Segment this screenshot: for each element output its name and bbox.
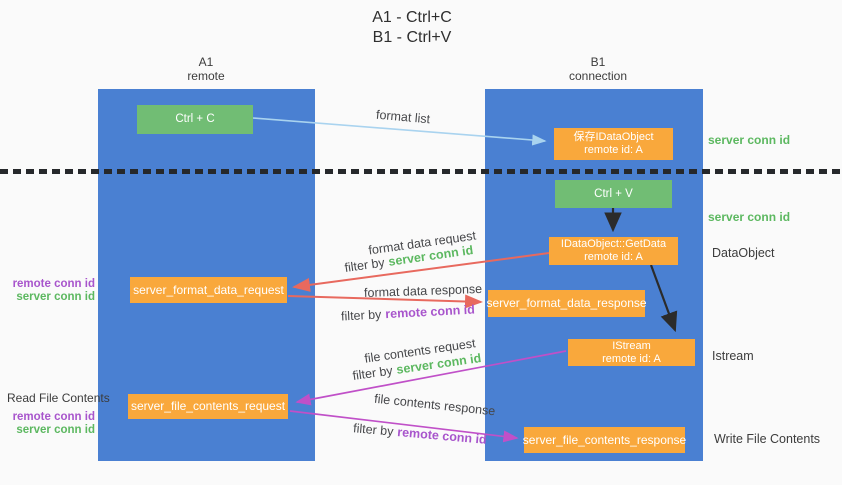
node-save-idataobject: 保存IDataObject remote id: A xyxy=(554,128,673,160)
server-format-data-response-label: server_format_data_response xyxy=(486,296,647,310)
node-server-file-contents-request: server_file_contents_request xyxy=(128,394,288,419)
istream-line1: IStream xyxy=(612,339,651,352)
label-istream-side: Istream xyxy=(712,349,754,363)
node-ctrl-c: Ctrl + C xyxy=(137,105,253,134)
save-idataobject-line2: remote id: A xyxy=(584,144,643,156)
conn-id-note-file: remote conn id server conn id xyxy=(0,411,95,437)
lane-a1-subtitle: remote xyxy=(187,69,225,83)
getdata-line2: remote id: A xyxy=(584,251,643,263)
label-file-contents-response: file contents response xyxy=(373,391,497,419)
node-server-format-data-response: server_format_data_response xyxy=(486,290,647,317)
conn-id-note-format: remote conn id server conn id xyxy=(0,278,95,304)
title-line-1: A1 - Ctrl+C xyxy=(372,9,452,26)
istream-line2: remote id: A xyxy=(602,352,661,365)
label-write-file-contents: Write File Contents xyxy=(714,432,821,446)
save-idataobject-line1: 保存IDataObject xyxy=(573,131,654,143)
ctrl-c-label: Ctrl + C xyxy=(175,113,215,125)
lane-a1-title: A1 xyxy=(198,55,214,69)
getdata-line1: IDataObject::GetData xyxy=(560,238,667,250)
label-dataobject: DataObject xyxy=(712,246,775,260)
label-format-list: format list xyxy=(375,107,431,127)
node-server-format-data-request: server_format_data_request xyxy=(130,277,287,303)
filter-by-text: filter by xyxy=(343,255,386,275)
node-istream: IStream remote id: A xyxy=(568,339,695,366)
label-server-conn-id-right-mid: server conn id xyxy=(708,210,791,224)
filter-by-text: filter by xyxy=(351,363,394,383)
filter-by-text: filter by xyxy=(340,307,382,324)
label-format-data-response: format data response xyxy=(363,281,483,301)
lane-b1-title: B1 xyxy=(590,55,606,69)
server-file-contents-response-label: server_file_contents_response xyxy=(522,432,687,447)
server-file-contents-request-label: server_file_contents_request xyxy=(130,399,286,413)
lane-b1-subtitle: connection xyxy=(568,69,628,83)
server-conn-id-label: server conn id xyxy=(16,423,95,436)
server-format-data-request-label: server_format_data_request xyxy=(133,282,284,297)
title-line-2: B1 - Ctrl+V xyxy=(372,29,452,46)
ctrl-v-label: Ctrl + V xyxy=(594,187,633,200)
node-server-file-contents-response: server_file_contents_response xyxy=(522,427,687,453)
node-idataobject-getdata: IDataObject::GetData remote id: A xyxy=(549,237,678,265)
filter-by-text: filter by xyxy=(352,421,395,439)
lane-header-a1: A1 remote xyxy=(146,55,266,83)
remote-conn-id-label: remote conn id xyxy=(12,278,95,290)
lane-header-b1: B1 connection xyxy=(538,55,658,83)
label-read-file-contents: Read File Contents xyxy=(7,391,110,405)
remote-conn-id-value: remote conn id xyxy=(384,302,476,322)
server-conn-id-label: server conn id xyxy=(16,290,95,303)
dotted-divider-line xyxy=(0,169,842,174)
remote-conn-id-label: remote conn id xyxy=(12,411,95,423)
remote-conn-id-value: remote conn id xyxy=(396,425,488,447)
diagram-title: A1 - Ctrl+C B1 - Ctrl+V xyxy=(312,8,512,48)
label-server-conn-id-right-top: server conn id xyxy=(708,133,791,147)
node-ctrl-v: Ctrl + V xyxy=(555,180,672,208)
